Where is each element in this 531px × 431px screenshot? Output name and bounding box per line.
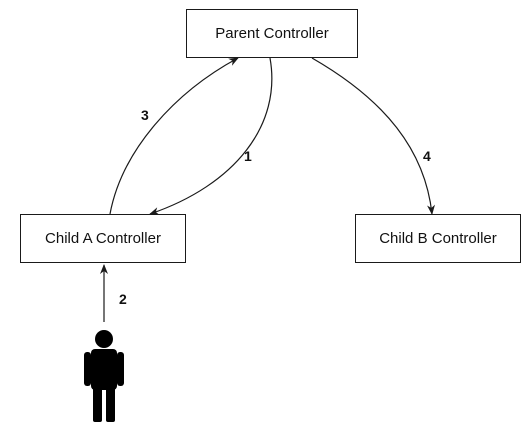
child-a-controller-node: Child A Controller	[20, 214, 186, 263]
edge-1-label: 1	[244, 148, 252, 164]
edge-2-label: 2	[119, 291, 127, 307]
parent-controller-label: Parent Controller	[215, 25, 329, 42]
edge-4-label: 4	[423, 148, 431, 164]
edge-3-arrow	[109, 57, 239, 215]
child-b-controller-label: Child B Controller	[379, 230, 497, 247]
edge-4-arrow	[311, 57, 435, 215]
parent-controller-node: Parent Controller	[186, 9, 358, 58]
child-b-controller-node: Child B Controller	[355, 214, 521, 263]
person-icon	[84, 330, 124, 422]
child-a-controller-label: Child A Controller	[45, 230, 161, 247]
edge-1-arrow	[149, 57, 273, 215]
edge-3-label: 3	[141, 107, 149, 123]
